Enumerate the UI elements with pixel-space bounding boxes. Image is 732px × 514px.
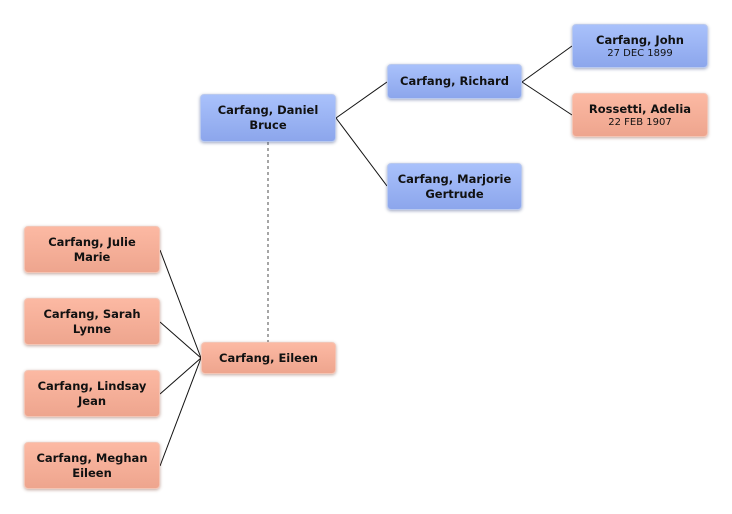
link-meghan-eileen [159,357,202,467]
person-name: Carfang, Julie Marie [48,234,136,264]
person-card-sarah-lynne[interactable]: Carfang, Sarah Lynne [24,298,160,345]
person-name: Rossetti, Adelia [588,101,692,116]
person-card-adelia[interactable]: Rossetti, Adelia 22 FEB 1907 [572,93,708,137]
link-richard-john [521,45,573,83]
person-card-lindsay-jean[interactable]: Carfang, Lindsay Jean [24,370,160,417]
person-card-john[interactable]: Carfang, John 27 DEC 1899 [572,24,708,68]
person-name: Carfang, Lindsay Jean [37,378,147,408]
birth-date: 22 FEB 1907 [608,116,672,128]
birth-date: 27 DEC 1899 [607,47,673,59]
person-name: Carfang, Eileen [219,350,318,365]
link-daniel-richard [335,81,388,119]
person-name: Carfang, Sarah Lynne [43,306,141,336]
link-daniel-marjorie [335,117,388,187]
person-card-daniel-bruce[interactable]: Carfang, Daniel Bruce [200,94,336,142]
person-name: Carfang, Meghan Eileen [36,450,148,480]
person-name: Carfang, Richard [400,74,509,88]
link-sarah-eileen [159,321,202,359]
person-card-marjorie-gertrude[interactable]: Carfang, Marjorie Gertrude [387,163,522,210]
person-card-meghan-eileen[interactable]: Carfang, Meghan Eileen [24,442,160,489]
link-lindsay-eileen [159,357,202,395]
person-name: Carfang, Marjorie Gertrude [397,171,512,201]
person-card-richard[interactable]: Carfang, Richard [387,64,522,99]
person-card-eileen[interactable]: Carfang, Eileen [201,342,336,374]
person-card-julie-marie[interactable]: Carfang, Julie Marie [24,226,160,273]
person-name: Carfang, Daniel Bruce [217,103,319,132]
person-name: Carfang, John [596,32,684,47]
link-julie-eileen [159,249,202,359]
link-richard-adelia [521,81,573,116]
